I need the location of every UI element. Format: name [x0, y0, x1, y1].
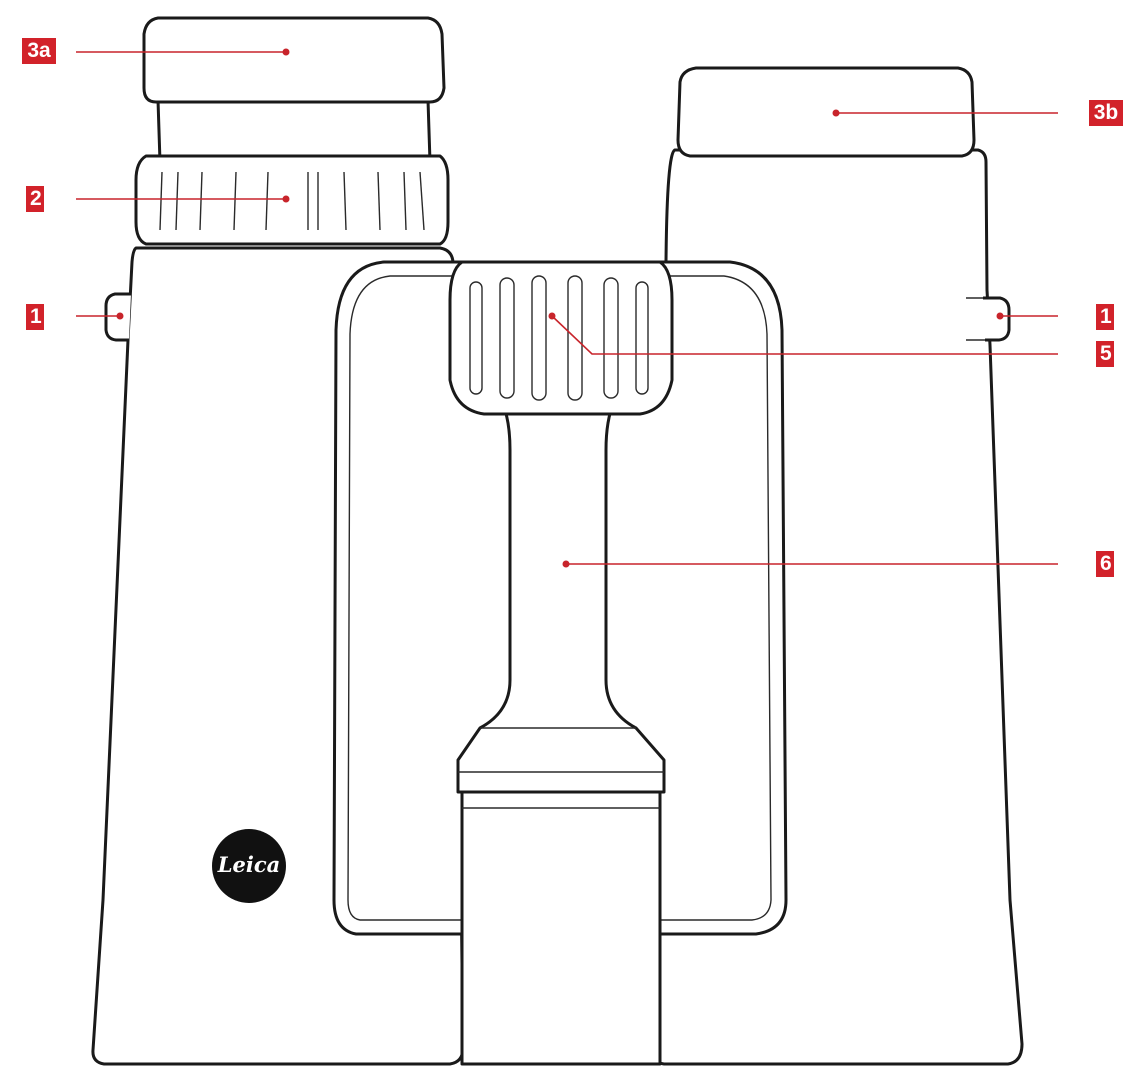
label-2: 2	[26, 186, 44, 212]
hinge-shaft	[456, 400, 666, 794]
right-eyecup	[676, 66, 976, 158]
label-3b: 3b	[1089, 100, 1123, 126]
leica-logo-text: Leica	[217, 852, 281, 877]
label-1-left: 1	[26, 304, 44, 330]
bottom-gap	[460, 790, 662, 1066]
right-strap-lug	[983, 296, 1011, 342]
left-eyepiece-tube	[156, 98, 432, 164]
focus-wheel-ridges	[469, 275, 649, 401]
focus-wheel	[448, 260, 674, 416]
label-5: 5	[1096, 341, 1114, 367]
leader-5	[551, 315, 1058, 355]
diopter-ring-ridges	[159, 171, 425, 231]
leica-logo: Leica	[212, 829, 286, 903]
left-eyecup	[142, 16, 446, 104]
label-6: 6	[1096, 551, 1114, 577]
label-1-right: 1	[1096, 304, 1114, 330]
leader-lines	[76, 48, 1058, 568]
diopter-ring	[134, 154, 450, 246]
label-3a: 3a	[22, 38, 56, 64]
